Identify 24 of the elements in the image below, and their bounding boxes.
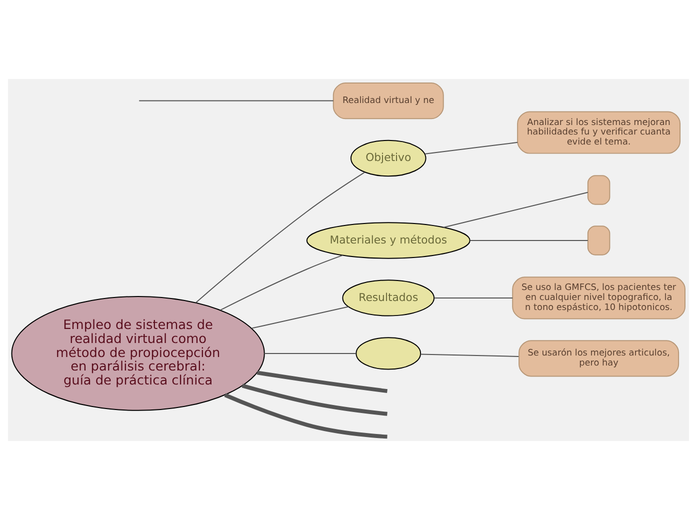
node-box: Se uso la GMFCS, los pacientes ter en cualquier nivel topografico, la n tono espástico, 10 hipotonicos. bbox=[512, 276, 686, 320]
node-box bbox=[587, 226, 610, 256]
connector bbox=[264, 352, 356, 354]
connector bbox=[420, 354, 520, 358]
connector bbox=[251, 306, 349, 329]
node-box: Analizar si los sistemas mejoran habilidades fu y verificar cuanta evide el tema. bbox=[517, 111, 681, 154]
node-box: Se usarón los mejores articulos, pero hay bbox=[518, 340, 680, 377]
connector bbox=[470, 240, 588, 241]
node-ellipse: Empleo de sistemas de realidad virtual como método de propiocepción en parálisis cerebral: guía de práctica clínica bbox=[11, 296, 265, 411]
connector bbox=[434, 297, 514, 298]
connector bbox=[220, 254, 344, 311]
connector bbox=[138, 100, 334, 102]
node-cloud bbox=[356, 337, 422, 370]
node-ellipse: Materiales y métodos bbox=[306, 222, 470, 259]
connector bbox=[424, 142, 518, 154]
connector bbox=[195, 172, 366, 304]
node-box: Realidad virtual y ne bbox=[332, 82, 444, 120]
connector bbox=[224, 393, 388, 439]
connector bbox=[256, 370, 388, 394]
node-box bbox=[587, 175, 610, 205]
node-ellipse: Resultados bbox=[342, 280, 435, 316]
connector bbox=[443, 192, 588, 228]
connector bbox=[242, 384, 388, 416]
node-ellipse: Objetivo bbox=[350, 140, 426, 177]
